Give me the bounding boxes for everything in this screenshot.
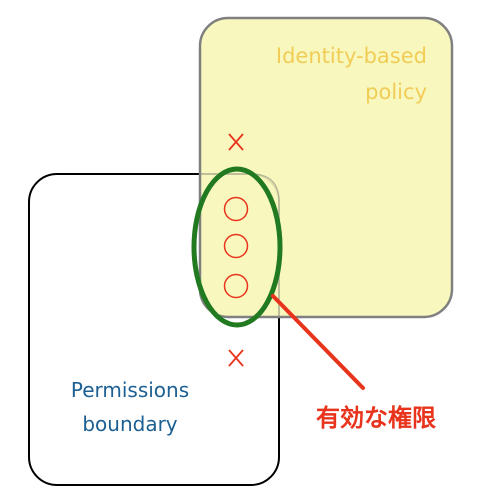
effective-permissions-label: 有効な権限 xyxy=(316,404,436,432)
identity-policy-label-line1: Identity-based xyxy=(276,44,427,68)
denied-mark-bottom xyxy=(228,349,244,367)
allowed-mark-3 xyxy=(223,273,249,299)
denied-mark-top xyxy=(228,133,244,151)
effective-permissions-ellipse xyxy=(191,166,283,328)
identity-policy-box xyxy=(198,16,454,319)
effective-permissions-pointer xyxy=(271,294,365,390)
permissions-boundary-label-line1: Permissions xyxy=(71,378,189,402)
permissions-boundary-label-line2: boundary xyxy=(82,412,177,436)
allowed-mark-2 xyxy=(223,233,249,259)
identity-policy-label-line2: policy xyxy=(365,80,427,104)
allowed-mark-1 xyxy=(223,196,249,222)
